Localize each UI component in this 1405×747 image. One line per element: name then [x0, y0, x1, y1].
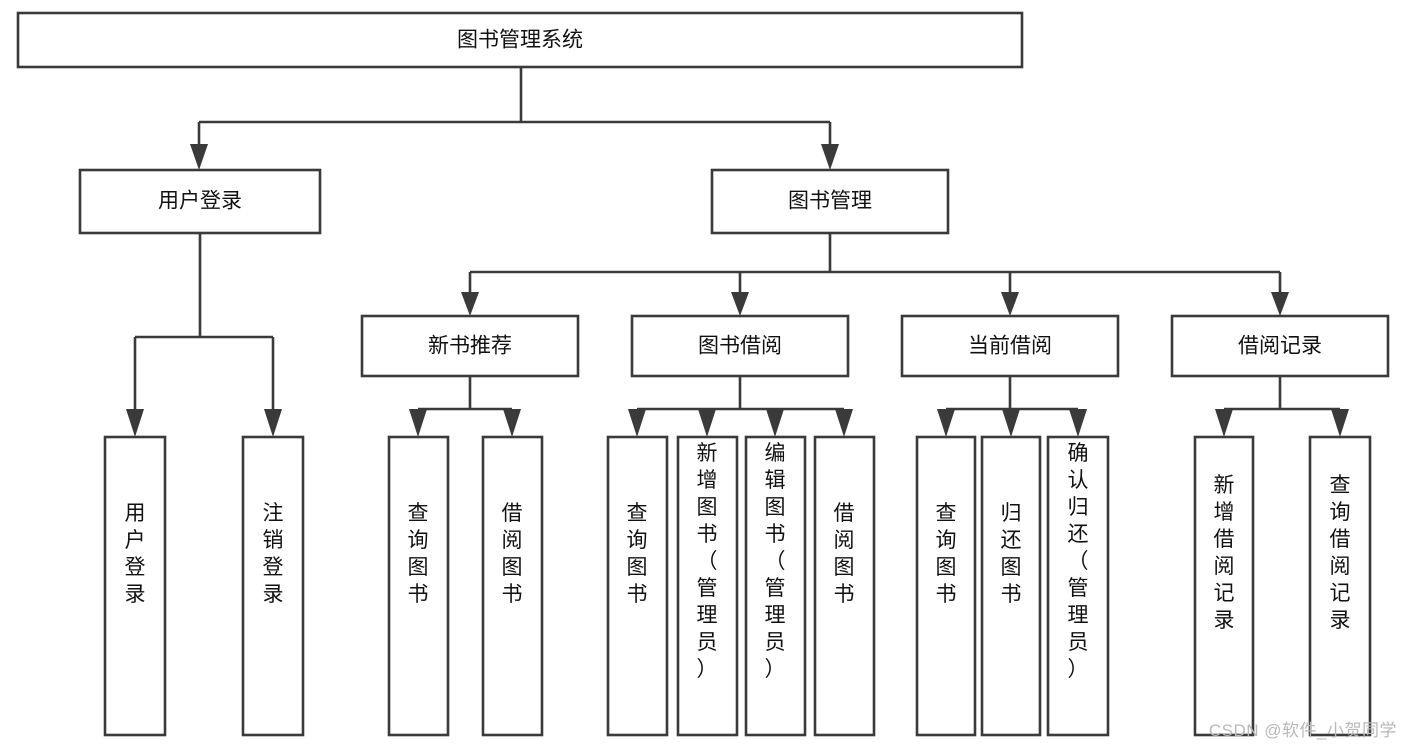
leaf-user-login-label: 用户登录	[125, 502, 146, 606]
leaf-query-book-borrow-box	[606, 435, 669, 737]
arrow-head-bookmanage-to-borrow	[731, 292, 749, 316]
leaf-node-query-borrow-record[interactable]: 查询借阅记录	[1308, 435, 1372, 737]
arrow-head-root-to-book-manage	[821, 144, 839, 170]
leaf-borrow-book-box	[813, 435, 876, 737]
leaf-confirm-return-admin-label: 确认归还（管理员）	[1068, 442, 1089, 681]
arrow-head-borrow-to-leaf2	[698, 409, 716, 437]
leaf-borrow-book-newbook-box	[481, 435, 544, 737]
leaf-node-query-book-borrow[interactable]: 查询图书	[606, 435, 669, 737]
node-user-login-box	[78, 168, 322, 235]
leaf-query-book-newbook-label: 查询图书	[408, 502, 429, 606]
arrow-head-bookmanage-to-current	[1001, 292, 1019, 316]
node-new-book-recommend-box	[360, 314, 580, 378]
arrow-head-current-to-leaf2	[1002, 409, 1020, 437]
node-book-management-box	[710, 168, 950, 235]
leaf-add-borrow-record-box	[1193, 435, 1255, 737]
node-root-book-management-system[interactable]: 图书管理系统	[16, 11, 1024, 69]
leaf-node-query-book-current[interactable]: 查询图书	[915, 435, 977, 737]
leaf-logout-box	[241, 435, 305, 737]
connector-group-root	[190, 67, 839, 170]
node-borrow-records[interactable]: 借阅记录	[1170, 314, 1390, 378]
leaf-edit-book-admin-label: 编辑图书（管理员）	[765, 442, 786, 681]
leaf-query-borrow-record-label: 查询借阅记录	[1330, 474, 1351, 632]
arrow-head-current-to-leaf3	[1069, 409, 1087, 437]
arrow-head-userlogin-to-leaf1	[126, 409, 144, 437]
node-root-box	[16, 11, 1024, 69]
node-new-book-recommend-label: 新书推荐	[428, 335, 512, 358]
connector-group-current	[937, 376, 1087, 437]
node-book-management[interactable]: 图书管理	[710, 168, 950, 235]
leaf-query-borrow-record-box	[1308, 435, 1372, 737]
leaf-user-login-box	[103, 435, 167, 737]
leaf-return-book-label: 归还图书	[1001, 502, 1022, 606]
leaf-query-book-borrow-label: 查询图书	[627, 502, 648, 606]
arrow-head-newbook-to-leaf2	[503, 409, 521, 437]
node-current-borrow[interactable]: 当前借阅	[900, 314, 1120, 378]
node-root-label: 图书管理系统	[457, 29, 583, 52]
connector-group-records	[1215, 376, 1349, 437]
arrow-head-borrow-to-leaf3	[766, 409, 784, 437]
node-user-login[interactable]: 用户登录	[78, 168, 322, 235]
node-current-borrow-label: 当前借阅	[968, 335, 1052, 358]
node-book-management-label: 图书管理	[788, 190, 872, 213]
arrow-head-bookmanage-to-newbook	[461, 292, 479, 316]
connector-group-book-manage	[461, 233, 1289, 316]
arrow-head-current-to-leaf1	[937, 409, 955, 437]
arrow-head-bookmanage-to-records	[1271, 292, 1289, 316]
arrow-head-records-to-leaf1	[1215, 409, 1233, 437]
node-new-book-recommend[interactable]: 新书推荐	[360, 314, 580, 378]
node-book-borrow[interactable]: 图书借阅	[630, 314, 850, 378]
leaf-node-borrow-book-newbook[interactable]: 借阅图书	[481, 435, 544, 737]
leaf-borrow-book-newbook-label: 借阅图书	[502, 502, 523, 606]
leaf-logout-label: 注销登录	[263, 502, 284, 606]
leaf-node-return-book[interactable]: 归还图书	[980, 435, 1042, 737]
node-current-borrow-box	[900, 314, 1120, 378]
arrow-head-userlogin-to-leaf2	[264, 409, 282, 437]
leaf-query-book-current-label: 查询图书	[936, 502, 957, 606]
leaf-query-book-newbook-box	[387, 435, 450, 737]
arrow-head-borrow-to-leaf4	[835, 409, 853, 437]
leaf-return-book-box	[980, 435, 1042, 737]
leaf-add-book-admin-label: 新增图书（管理员）	[697, 442, 718, 681]
arrow-head-newbook-to-leaf1	[409, 409, 427, 437]
leaf-node-logout[interactable]: 注销登录	[241, 435, 305, 737]
leaf-node-borrow-book[interactable]: 借阅图书	[813, 435, 876, 737]
arrow-head-records-to-leaf2	[1331, 409, 1349, 437]
node-borrow-records-box	[1170, 314, 1390, 378]
leaf-add-borrow-record-label: 新增借阅记录	[1214, 474, 1235, 632]
node-user-login-label: 用户登录	[158, 190, 242, 213]
leaf-confirm-return-admin-box	[1046, 435, 1110, 737]
leaf-node-edit-book-admin[interactable]: 编辑图书（管理员）	[744, 435, 807, 737]
connector-group-user-login	[126, 233, 282, 437]
node-book-borrow-label: 图书借阅	[698, 335, 782, 358]
arrow-head-borrow-to-leaf1	[628, 409, 646, 437]
connector-group-borrow	[628, 376, 853, 437]
leaf-node-query-book-newbook[interactable]: 查询图书	[387, 435, 450, 737]
node-book-borrow-box	[630, 314, 850, 378]
leaf-query-book-current-box	[915, 435, 977, 737]
leaf-edit-book-admin-box	[744, 435, 807, 737]
connector-group-newbook	[409, 376, 521, 437]
node-borrow-records-label: 借阅记录	[1238, 335, 1322, 358]
leaf-add-book-admin-box	[676, 435, 739, 737]
leaf-borrow-book-label: 借阅图书	[834, 502, 855, 606]
leaf-node-user-login[interactable]: 用户登录	[103, 435, 167, 737]
arrow-head-root-to-user-login	[190, 144, 208, 170]
leaf-node-confirm-return-admin[interactable]: 确认归还（管理员）	[1046, 435, 1110, 737]
leaf-node-add-borrow-record[interactable]: 新增借阅记录	[1193, 435, 1255, 737]
leaf-node-add-book-admin[interactable]: 新增图书（管理员）	[676, 435, 739, 737]
